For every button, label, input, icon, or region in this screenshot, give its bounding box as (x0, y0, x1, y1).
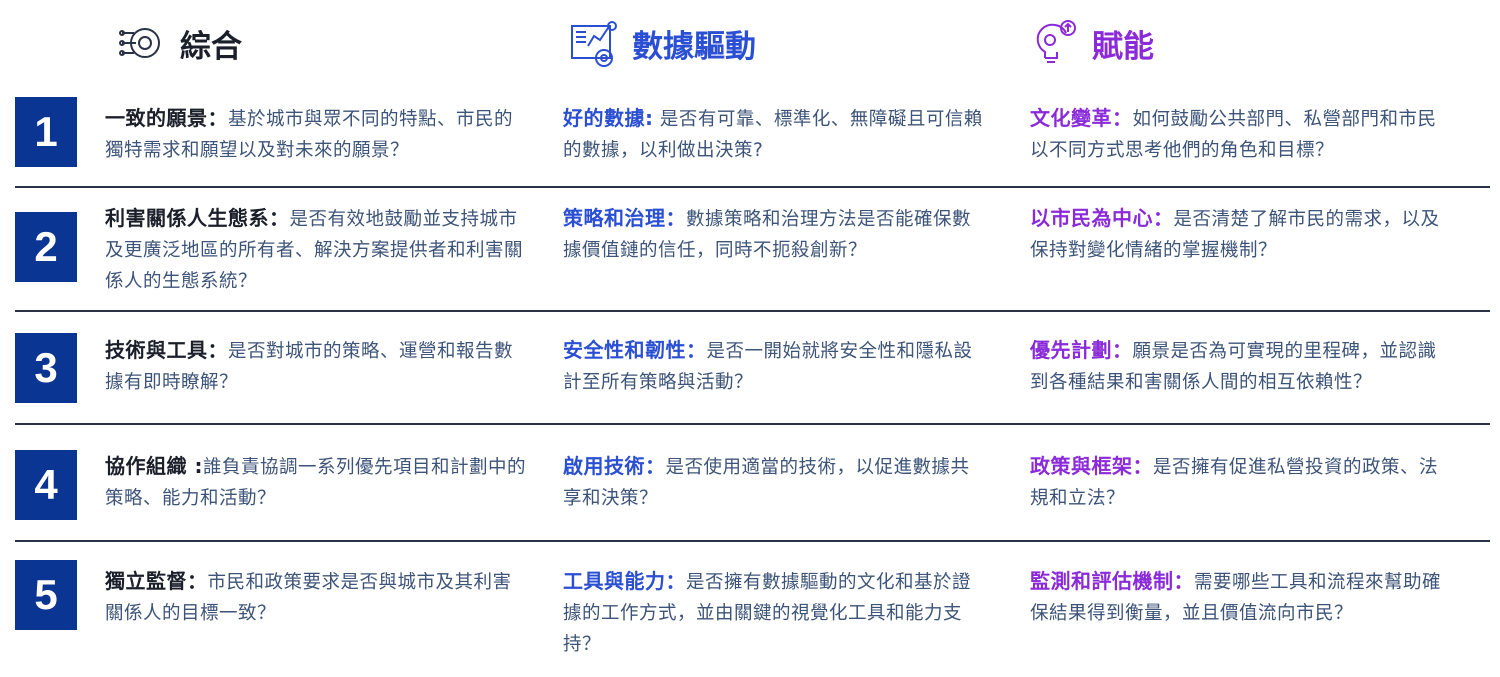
column-header-empowerment: 賦能 (1030, 18, 1154, 68)
row-number-badge: 2 (15, 212, 77, 282)
lightbulb-gear-icon (1036, 20, 1076, 63)
criterion-cell: 策略和治理：數據策略和治理方法是否能確保數據價值鏈的信任，同時不扼殺創新？ (563, 203, 988, 266)
criterion-title: 優先計劃： (1030, 338, 1133, 362)
column-title: 數據驅動 (632, 28, 756, 65)
criterion-question: 是否對城市的策略、運營和報告數據有即時瞭解？ (105, 341, 514, 393)
criterion-cell: 優先計劃：願景是否為可實現的里程碑，並認識到各種結果和害關係人間的相互依賴性？ (1030, 335, 1455, 398)
analytics-dashboard-icon (571, 21, 617, 67)
criterion-title: 文化變革： (1030, 106, 1133, 130)
criterion-question: 是否擁有促進私營投資的政策、法規和立法？ (1030, 457, 1439, 509)
gear-circuit-icon (119, 28, 160, 58)
criterion-question: 誰負責協調一系列優先項目和計劃中的策略、能力和活動？ (105, 457, 526, 509)
criterion-question: 數據策略和治理方法是否能確保數據價值鏈的信任，同時不扼殺創新？ (563, 209, 972, 261)
criterion-cell: 啟用技術：是否使用適當的技術，以促進數據共享和決策？ (563, 451, 988, 514)
criterion-cell: 監測和評估機制：需要哪些工具和流程來幫助確保結果得到衡量，並且價值流向市民？ (1030, 566, 1455, 629)
criterion-question: 需要哪些工具和流程來幫助確保結果得到衡量，並且價值流向市民？ (1030, 572, 1442, 624)
criterion-cell: 利害關係人生態系：是否有效地鼓勵並支持城市及更廣泛地區的所有者、解決方案提供者和… (105, 203, 530, 297)
criterion-cell: 好的數據: 是否有可靠、標準化、無障礙且可信賴的數據，以利做出決策? (563, 103, 988, 166)
criterion-title: 工具與能力： (563, 569, 686, 593)
row-divider (15, 310, 1490, 312)
row-number-badge: 4 (15, 450, 77, 520)
criterion-cell: 政策與框架：是否擁有促進私營投資的政策、法規和立法？ (1030, 451, 1455, 514)
row-number-badge: 3 (15, 333, 77, 403)
criterion-cell: 工具與能力：是否擁有數據驅動的文化和基於證據的工作方式，並由關鍵的視覺化工具和能… (563, 566, 988, 660)
column-title: 賦能 (1092, 28, 1154, 65)
criterion-title: 以市民為中心： (1030, 206, 1174, 230)
row-number-badge: 5 (15, 560, 77, 630)
criterion-title: 技術與工具： (105, 338, 228, 362)
criterion-title: 啟用技術： (563, 454, 666, 478)
criterion-cell: 協作組織 :誰負責協調一系列優先項目和計劃中的策略、能力和活動？ (105, 451, 530, 514)
column-header-data-driven: 數據驅動 (570, 18, 756, 68)
criterion-question: 基於城市與眾不同的特點、市民的獨特需求和願望以及對未來的願景？ (105, 109, 514, 161)
criterion-question: 是否一開始就將安全性和隱私設計至所有策略與活動？ (563, 341, 973, 393)
row-divider (15, 540, 1490, 542)
criterion-cell: 獨立監督：市民和政策要求是否與城市及其利害關係人的目標一致？ (105, 566, 530, 629)
criterion-cell: 以市民為中心：是否清楚了解市民的需求，以及保持對變化情緒的掌握機制？ (1030, 203, 1455, 266)
criterion-title: 一致的願景： (105, 106, 228, 130)
criterion-question: 是否有效地鼓勵並支持城市及更廣泛地區的所有者、解決方案提供者和利害關係人的生態系… (105, 209, 524, 292)
criterion-cell: 技術與工具：是否對城市的策略、運營和報告數據有即時瞭解？ (105, 335, 530, 398)
criterion-question: 是否清楚了解市民的需求，以及保持對變化情緒的掌握機制？ (1030, 209, 1440, 261)
criterion-title: 監測和評估機制： (1030, 569, 1194, 593)
criterion-question: 是否有可靠、標準化、無障礙且可信賴的數據，以利做出決策? (563, 109, 983, 161)
criterion-cell: 安全性和韌性：是否一開始就將安全性和隱私設計至所有策略與活動？ (563, 335, 988, 398)
criterion-question: 願景是否為可實現的里程碑，並認識到各種結果和害關係人間的相互依賴性？ (1030, 341, 1437, 393)
row-divider (15, 423, 1490, 425)
column-header-integrated: 綜合 (118, 18, 242, 68)
criterion-question: 是否擁有數據驅動的文化和基於證據的工作方式，並由關鍵的視覺化工具和能力支持？ (563, 572, 972, 655)
criterion-title: 好的數據: (563, 106, 654, 130)
criterion-title: 獨立監督： (105, 569, 208, 593)
column-title: 綜合 (180, 28, 242, 65)
criterion-cell: 文化變革：如何鼓勵公共部門、私營部門和市民以不同方式思考他們的角色和目標？ (1030, 103, 1455, 166)
row-divider (15, 186, 1490, 188)
criterion-title: 利害關係人生態系： (105, 206, 290, 230)
criterion-question: 如何鼓勵公共部門、私營部門和市民以不同方式思考他們的角色和目標？ (1030, 109, 1437, 161)
criterion-question: 是否使用適當的技術，以促進數據共享和決策？ (563, 457, 970, 509)
criterion-title: 安全性和韌性： (563, 338, 707, 362)
criterion-title: 策略和治理： (563, 206, 686, 230)
criterion-cell: 一致的願景：基於城市與眾不同的特點、市民的獨特需求和願望以及對未來的願景？ (105, 103, 530, 166)
criterion-title: 協作組織 : (105, 454, 203, 478)
criterion-question: 市民和政策要求是否與城市及其利害關係人的目標一致？ (105, 572, 512, 624)
row-number-badge: 1 (15, 97, 77, 167)
criterion-title: 政策與框架： (1030, 454, 1153, 478)
